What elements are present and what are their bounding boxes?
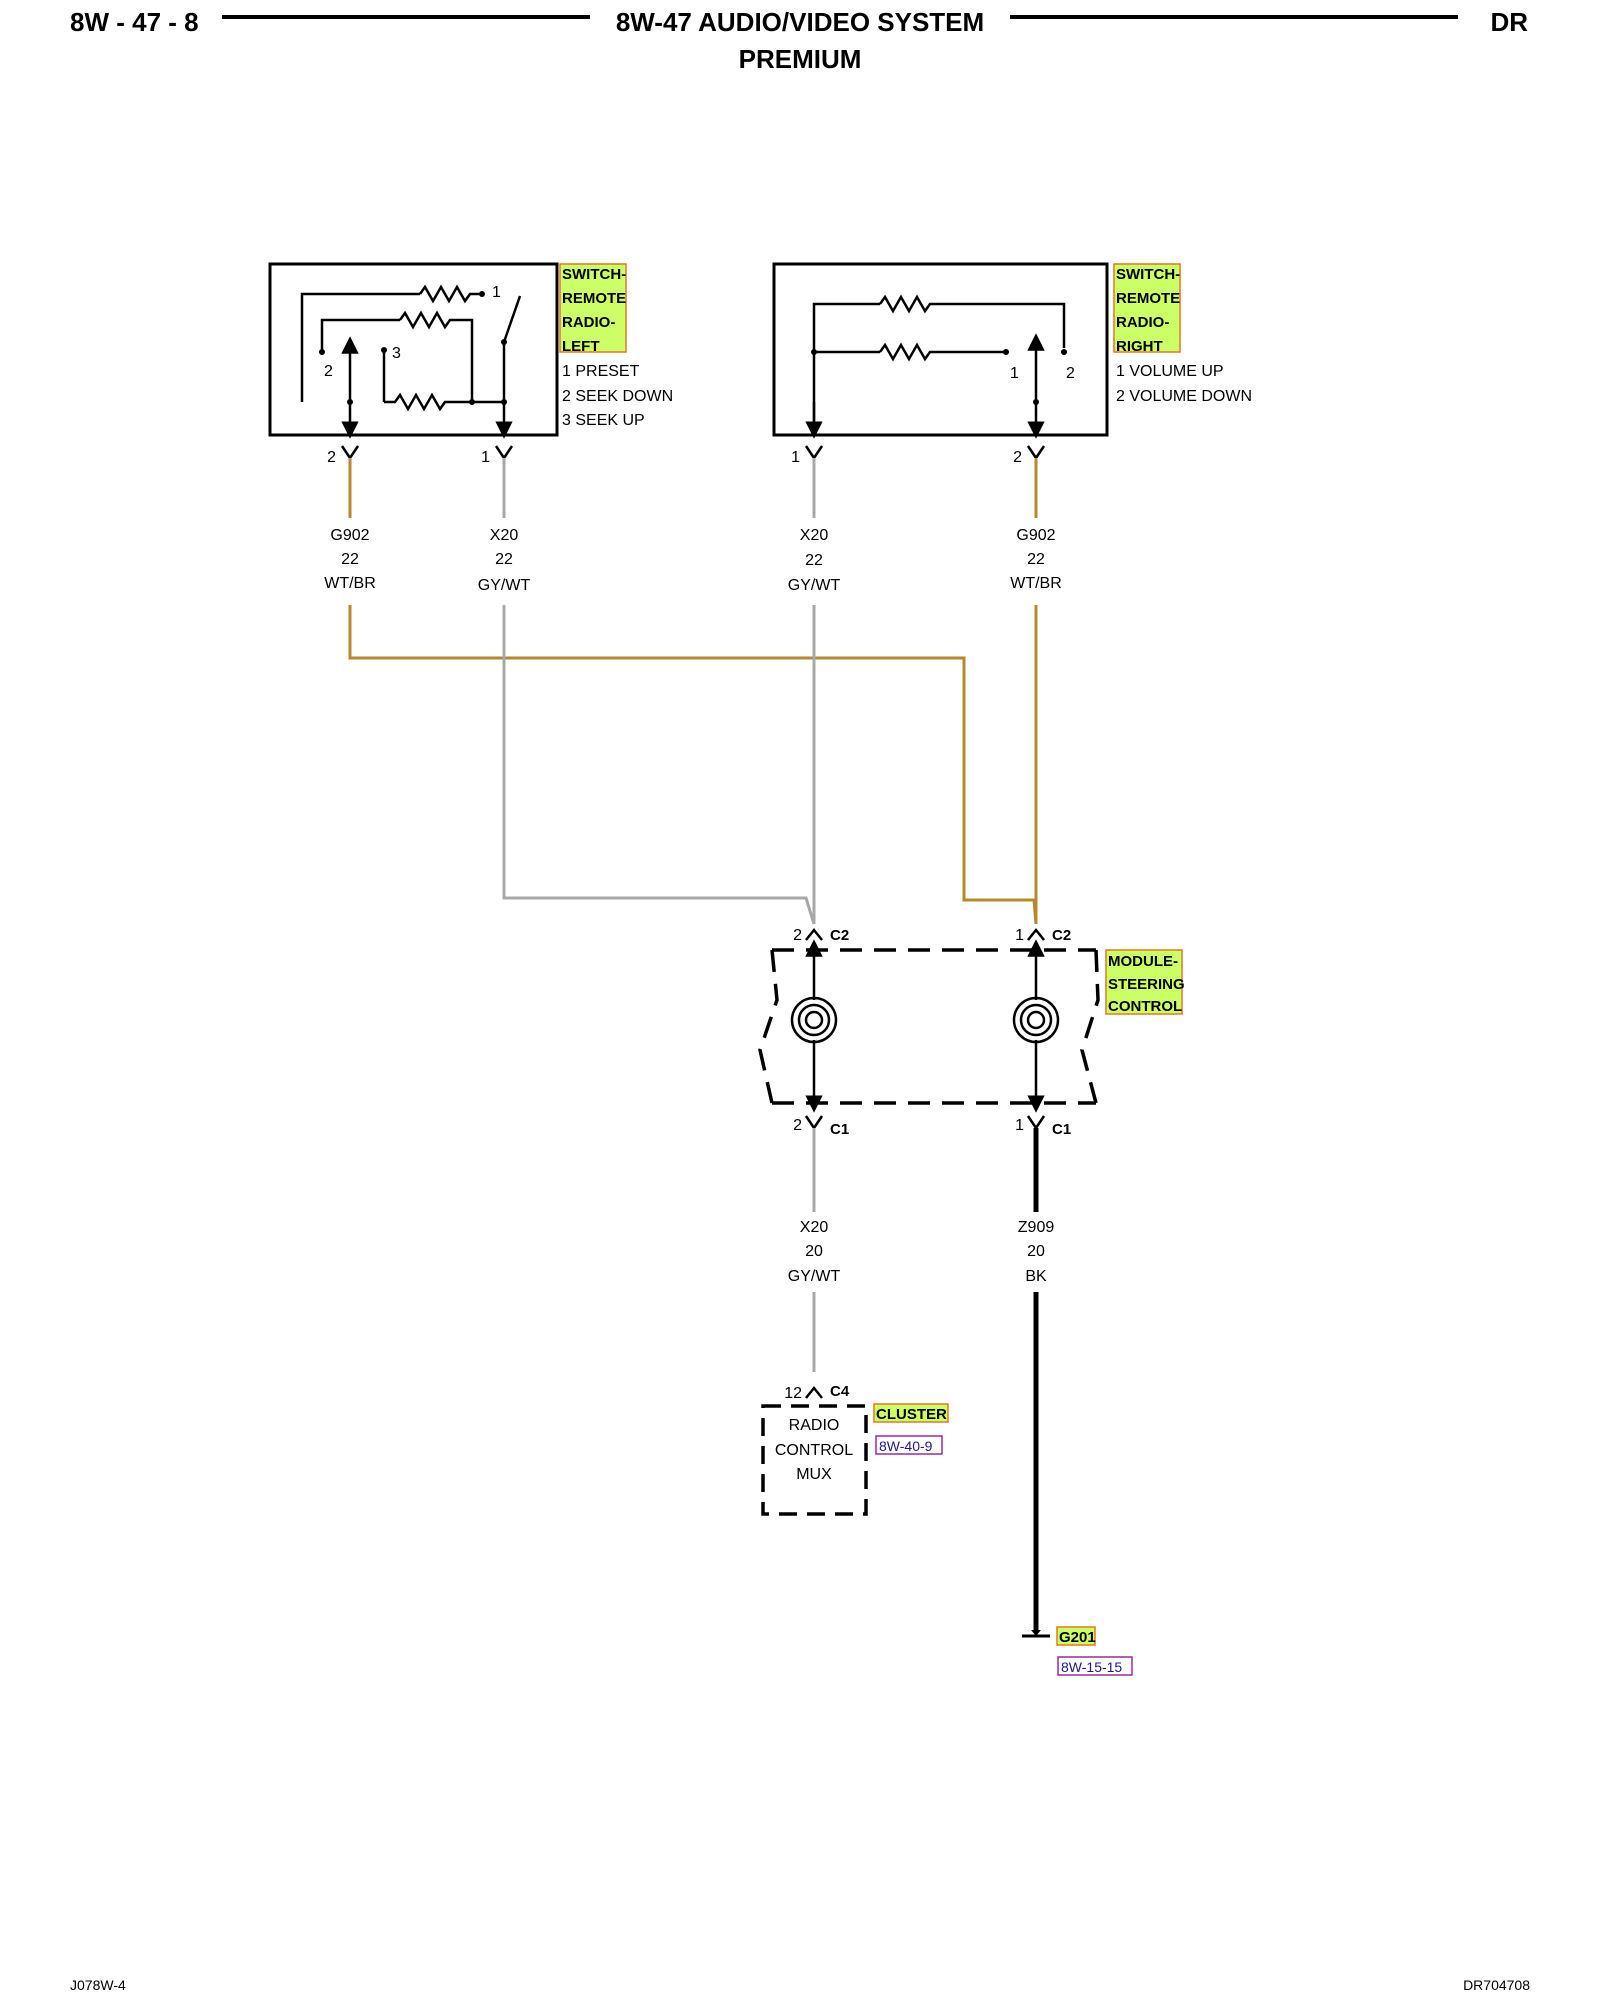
cluster-ref-link[interactable]: 8W-40-9	[879, 1438, 933, 1454]
ground-ref-link[interactable]: 8W-15-15	[1061, 1659, 1122, 1675]
switch-right-pin2: 2	[1066, 365, 1075, 382]
switch-left-pin3: 3	[392, 345, 401, 362]
cluster-pin: 12	[784, 1385, 802, 1402]
clockspring-right-icon	[1012, 939, 1060, 1113]
cluster-inner-3: MUX	[796, 1466, 832, 1483]
switch-right-conn-pin-1: 1	[791, 449, 800, 466]
ground-name: G201	[1059, 1629, 1096, 1646]
cluster-inner-2: CONTROL	[775, 1442, 853, 1459]
c1-left-label: C1	[830, 1121, 849, 1138]
footer-right-code: DR704708	[1463, 1977, 1530, 1993]
wire-right-g902-circuit: G902	[1016, 527, 1055, 544]
wire-right-x20-gauge: 22	[805, 552, 823, 569]
ground-ref-box[interactable]	[1057, 1656, 1133, 1676]
wire-labels: G902 22 WT/BR X20 22 GY/WT X20 22 GY/WT …	[324, 527, 1062, 594]
switch-right-name-3: RADIO-	[1116, 314, 1169, 331]
switch-left-legend-2: 2 SEEK DOWN	[562, 388, 673, 405]
switch-left-name-2: REMOTE	[562, 290, 626, 307]
switch-right-name-4: RIGHT	[1116, 338, 1163, 355]
cluster-name-highlight	[873, 1403, 949, 1423]
cluster: 12 C4 RADIO CONTROL MUX CLUSTER 8W-40-9	[761, 1383, 949, 1516]
switch-left-name-4: LEFT	[562, 338, 600, 355]
switch-left-conn-pin-1: 1	[481, 449, 490, 466]
cluster-inner-1: RADIO	[789, 1417, 840, 1434]
switch-left-name-3: RADIO-	[562, 314, 615, 331]
wire-lower-x20-circuit: X20	[800, 1219, 829, 1236]
wire-x20-left-route	[502, 605, 816, 925]
switch-left-name-highlight	[559, 263, 627, 353]
c2-right-label: C2	[1052, 927, 1071, 944]
wire-lower-x20-gauge: 20	[805, 1243, 823, 1260]
switch-right-legend-1: 1 VOLUME UP	[1116, 363, 1224, 380]
model-code: DR	[1490, 7, 1528, 37]
switch-right-name-2: REMOTE	[1116, 290, 1180, 307]
switch-right-conn-pin-2: 2	[1013, 449, 1022, 466]
switch-right-pin1: 1	[1010, 365, 1019, 382]
page-header: 8W - 47 - 8 8W-47 AUDIO/VIDEO SYSTEM DR …	[70, 7, 1528, 74]
c1-right-label: C1	[1052, 1121, 1071, 1138]
wire-right-x20-color: GY/WT	[788, 577, 841, 594]
page-title: 8W-47 AUDIO/VIDEO SYSTEM	[616, 7, 984, 37]
wire-right-g902-color: WT/BR	[1010, 575, 1062, 592]
c2-right-pin: 1	[1015, 927, 1024, 944]
clockspring-left-icon	[790, 939, 838, 1113]
module-left-border	[758, 949, 779, 1104]
wire-right-x20-circuit: X20	[800, 527, 829, 544]
cluster-connector: C4	[830, 1383, 850, 1400]
wire-g902-left-route	[348, 605, 1038, 925]
wire-lower-x20-color: GY/WT	[788, 1268, 841, 1285]
ground-name-highlight	[1056, 1626, 1096, 1646]
cluster-body	[761, 1404, 868, 1516]
switch-left-name-1: SWITCH-	[562, 266, 626, 283]
c2-left-label: C2	[830, 927, 849, 944]
switch-left-pin2: 2	[324, 363, 333, 380]
switch-right-body	[772, 262, 1109, 437]
wire-left-g902-color: WT/BR	[324, 575, 376, 592]
page-number: 8W - 47 - 8	[70, 7, 199, 37]
c2-left-pin: 2	[793, 927, 802, 944]
switch-remote-radio-right: 1 2 SWITCH- REMOTE RADIO- RIGHT 1 VOLUME…	[772, 262, 1252, 466]
wire-z909-color: BK	[1025, 1268, 1047, 1285]
module-name-1: MODULE-	[1108, 953, 1178, 970]
c1-right-pin: 1	[1015, 1117, 1024, 1134]
switch-left-conn-pin-2: 2	[327, 449, 336, 466]
footer-left-code: J078W-4	[70, 1977, 126, 1993]
switch-left-body	[268, 262, 559, 437]
switch-right-legend-2: 2 VOLUME DOWN	[1116, 388, 1252, 405]
ground-g201: G201 8W-15-15	[1022, 1626, 1133, 1676]
wire-z909-gauge: 20	[1027, 1243, 1045, 1260]
switch-right-name-highlight	[1113, 263, 1181, 353]
page-subtitle: PREMIUM	[739, 44, 862, 74]
wire-left-x20-gauge: 22	[495, 551, 513, 568]
wire-left-g902-circuit: G902	[330, 527, 369, 544]
wire-left-g902-gauge: 22	[341, 551, 359, 568]
module-steering-control: 2 C2 1 C2 MODULE- STEERING CONTROL	[758, 927, 1185, 1138]
switch-left-legend-3: 3 SEEK UP	[562, 412, 645, 429]
cluster-ref-box[interactable]	[875, 1435, 943, 1455]
switch-right-name-1: SWITCH-	[1116, 266, 1180, 283]
wire-left-x20-circuit: X20	[490, 527, 519, 544]
cluster-name: CLUSTER	[876, 1406, 947, 1423]
wire-right-g902-gauge: 22	[1027, 551, 1045, 568]
switch-remote-radio-left: 1 2 3 SWITCH- REMOTE RADIO- LEFT 1 PRESE…	[268, 262, 673, 466]
module-right-border	[1080, 949, 1100, 1104]
wire-left-x20-color: GY/WT	[478, 577, 531, 594]
switch-left-legend-1: 1 PRESET	[562, 363, 640, 380]
module-name-2: STEERING	[1108, 976, 1185, 993]
wire-z909-circuit: Z909	[1018, 1219, 1055, 1236]
module-name-highlight	[1105, 949, 1183, 1015]
c1-left-pin: 2	[793, 1117, 802, 1134]
switch-left-pin1: 1	[492, 284, 501, 301]
wire-runs	[348, 458, 1038, 925]
lower-wire-runs: X20 20 GY/WT Z909 20 BK	[788, 1128, 1055, 1632]
module-name-3: CONTROL	[1108, 998, 1182, 1015]
